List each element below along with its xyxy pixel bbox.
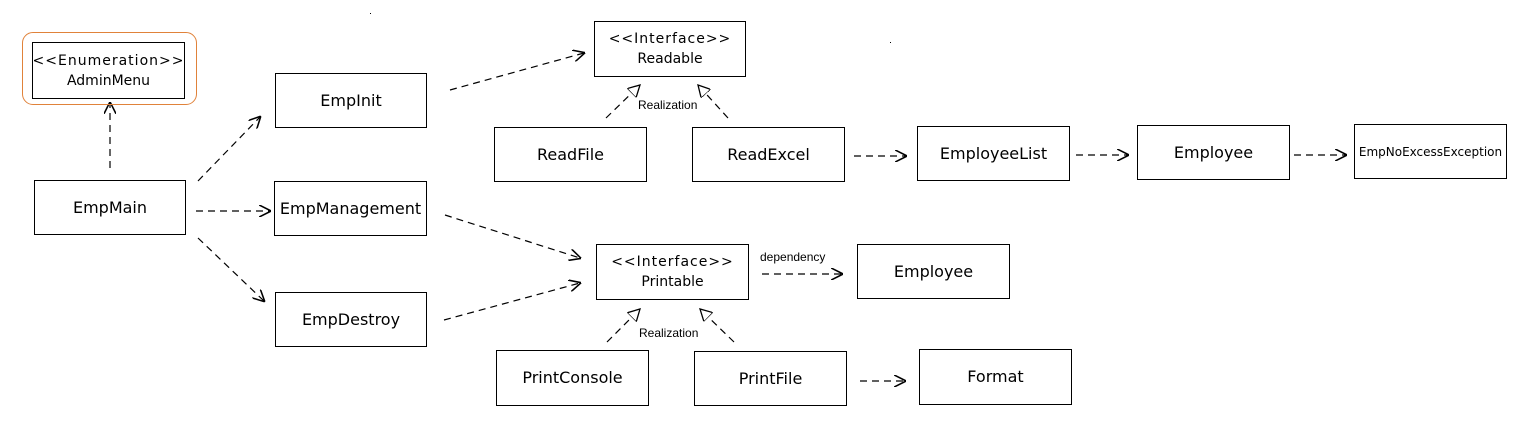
class-employee-top[interactable]: Employee: [1137, 125, 1290, 180]
edge-empdestroy-to-printable: [443, 283, 580, 321]
edge-empmain-to-empinit: [197, 117, 260, 182]
class-adminmenu[interactable]: <<Enumeration>> AdminMenu: [32, 42, 185, 99]
highlight-outline: [22, 32, 197, 105]
class-empnoexcessexception[interactable]: EmpNoExcessException: [1354, 124, 1507, 179]
edge-printconsole-realizes-printable: [606, 309, 640, 343]
printable-dependency-label: dependency: [760, 250, 826, 264]
empmain-name: EmpMain: [72, 197, 148, 217]
class-printfile[interactable]: PrintFile: [694, 351, 847, 406]
class-empinit[interactable]: EmpInit: [275, 73, 427, 128]
readexcel-name: ReadExcel: [727, 144, 810, 164]
empinit-name: EmpInit: [320, 90, 382, 110]
readable-stereotype: <<Interface>>: [608, 31, 732, 47]
interface-printable[interactable]: <<Interface>> Printable: [596, 244, 749, 300]
empnoexcessexception-name: EmpNoExcessException: [1358, 144, 1503, 159]
employeelist-name: EmployeeList: [939, 143, 1048, 163]
printable-stereotype: <<Interface>>: [611, 254, 734, 270]
edge-empinit-to-readable: [449, 53, 584, 91]
edge-printfile-realizes-printable: [700, 309, 735, 343]
class-empmain[interactable]: EmpMain: [34, 180, 186, 235]
stray-dot: [370, 13, 371, 14]
employee-bottom-name: Employee: [893, 261, 974, 281]
edge-empmain-to-empdestroy: [197, 237, 264, 301]
class-format[interactable]: Format: [919, 349, 1072, 405]
class-printconsole[interactable]: PrintConsole: [496, 350, 649, 406]
printable-name: Printable: [641, 274, 704, 290]
class-readexcel[interactable]: ReadExcel: [692, 127, 845, 182]
class-empmanagement[interactable]: EmpManagement: [274, 181, 427, 236]
edge-readexcel-realizes-readable: [698, 85, 729, 119]
readable-name: Readable: [637, 51, 703, 67]
printconsole-name: PrintConsole: [522, 368, 623, 387]
printfile-name: PrintFile: [738, 368, 803, 388]
interface-readable[interactable]: <<Interface>> Readable: [594, 21, 746, 77]
empmanagement-name: EmpManagement: [279, 198, 422, 218]
class-empdestroy[interactable]: EmpDestroy: [275, 292, 427, 347]
class-readfile[interactable]: ReadFile: [494, 127, 647, 182]
printable-realization-label: Realization: [639, 326, 699, 340]
format-name: Format: [967, 367, 1024, 386]
adminmenu-stereotype: <<Enumeration>>: [32, 52, 185, 69]
class-employee-bottom[interactable]: Employee: [857, 244, 1010, 299]
edge-readfile-realizes-readable: [605, 85, 640, 119]
empdestroy-name: EmpDestroy: [301, 309, 401, 329]
readable-realization-label: Realization: [638, 98, 698, 112]
employee-top-name: Employee: [1173, 142, 1254, 162]
class-employeelist[interactable]: EmployeeList: [917, 126, 1070, 181]
edge-empmanagement-to-printable: [444, 214, 580, 258]
readfile-name: ReadFile: [537, 144, 604, 164]
stray-dot: [890, 42, 891, 43]
adminmenu-name: AdminMenu: [66, 72, 151, 89]
